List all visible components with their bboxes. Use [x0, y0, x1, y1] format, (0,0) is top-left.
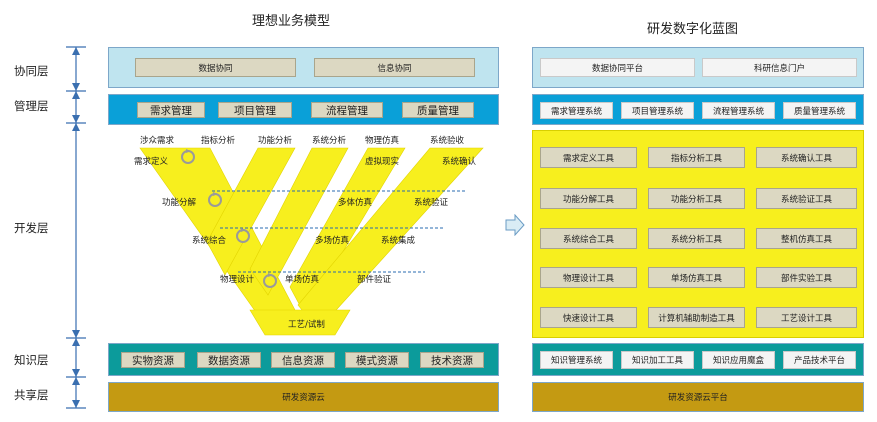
left-collab-item: 数据协同 — [135, 58, 296, 77]
layer-label-share: 共享层 — [14, 388, 49, 402]
v-bottom-label: 工艺/试制 — [288, 320, 325, 330]
v-top-label: 功能分析 — [258, 136, 293, 146]
right-tool: 系统分析工具 — [648, 228, 745, 249]
layer-label-develop: 开发层 — [14, 221, 49, 235]
v-right-label: 多场仿真 — [315, 236, 350, 246]
right-knowledge-item: 产品技术平台 — [783, 351, 856, 369]
layer-label-collab: 协同层 — [14, 64, 49, 78]
left-manage-item: 项目管理 — [218, 102, 292, 118]
right-knowledge-item: 知识应用魔盒 — [702, 351, 775, 369]
left-collab-item: 信息协同 — [314, 58, 475, 77]
v-right-label: 多体仿真 — [338, 198, 373, 208]
right-title: 研发数字化蓝图 — [647, 22, 739, 37]
v-left-label: 物理设计 — [220, 275, 255, 285]
right-manage-item: 流程管理系统 — [702, 102, 775, 119]
left-knowledge-item: 实物资源 — [121, 352, 185, 368]
right-tool: 需求定义工具 — [540, 147, 637, 168]
left-title: 理想业务模型 — [252, 14, 331, 29]
right-knowledge-item: 知识管理系统 — [540, 351, 613, 369]
left-knowledge-item: 信息资源 — [271, 352, 335, 368]
v-bottom-block — [249, 309, 351, 336]
right-arrow-icon — [505, 214, 525, 236]
cycle-arrow-icon — [181, 149, 195, 164]
right-share-label: 研发资源云平台 — [668, 393, 728, 403]
right-collab-band: 数据协同平台 科研信息门户 — [532, 47, 864, 88]
left-share-band: 研发资源云 — [108, 382, 499, 412]
right-share-band: 研发资源云平台 — [532, 382, 864, 412]
v-right-label: 单场仿真 — [285, 275, 320, 285]
right-tool: 工艺设计工具 — [756, 307, 857, 328]
left-manage-item: 需求管理 — [137, 102, 205, 118]
left-knowledge-item: 模式资源 — [345, 352, 409, 368]
right-tool: 部件实验工具 — [756, 267, 857, 288]
right-collab-item: 科研信息门户 — [702, 58, 857, 77]
right-manage-item: 质量管理系统 — [783, 102, 856, 119]
right-tool: 单场仿真工具 — [648, 267, 745, 288]
cycle-arrow-icon — [263, 273, 277, 288]
right-manage-item: 需求管理系统 — [540, 102, 613, 119]
v-left-label: 系统综合 — [192, 236, 227, 246]
v-left-band — [249, 147, 349, 296]
right-tool: 功能分解工具 — [540, 188, 637, 209]
left-share-label: 研发资源云 — [282, 393, 325, 403]
left-manage-item: 质量管理 — [402, 102, 474, 118]
right-manage-item: 项目管理系统 — [621, 102, 694, 119]
left-knowledge-item: 数据资源 — [197, 352, 261, 368]
cycle-arrow-icon — [236, 228, 250, 243]
v-right-label: 部件验证 — [357, 275, 392, 285]
left-knowledge-band: 实物资源 数据资源 信息资源 模式资源 技术资源 — [108, 343, 499, 376]
left-manage-item: 流程管理 — [311, 102, 383, 118]
v-top-label: 物理仿真 — [365, 136, 400, 146]
v-right-label: 虚拟现实 — [365, 157, 400, 167]
right-manage-band: 需求管理系统 项目管理系统 流程管理系统 质量管理系统 — [532, 94, 864, 125]
v-top-label: 系统分析 — [312, 136, 347, 146]
v-model-diagram — [139, 147, 484, 336]
layer-label-knowledge: 知识层 — [14, 353, 49, 367]
right-tool: 计算机辅助制造工具 — [648, 307, 745, 328]
right-knowledge-item: 知识加工工具 — [621, 351, 694, 369]
left-manage-band: 需求管理 项目管理 流程管理 质量管理 — [108, 94, 499, 125]
v-top-label: 系统验收 — [430, 136, 465, 146]
v-left-band — [206, 147, 296, 276]
v-top-label: 涉众需求 — [140, 136, 175, 146]
right-tool: 系统确认工具 — [756, 147, 857, 168]
right-tool: 指标分析工具 — [648, 147, 745, 168]
right-tool: 系统综合工具 — [540, 228, 637, 249]
right-tool: 功能分析工具 — [648, 188, 745, 209]
left-knowledge-item: 技术资源 — [420, 352, 484, 368]
right-tool: 系统验证工具 — [756, 188, 857, 209]
v-right-label: 系统集成 — [381, 236, 416, 246]
layer-label-manage: 管理层 — [14, 99, 49, 113]
v-left-label: 功能分解 — [162, 198, 197, 208]
left-collab-band: 数据协同 信息协同 — [108, 47, 499, 88]
v-left-label: 需求定义 — [134, 157, 169, 167]
right-tool: 物理设计工具 — [540, 267, 637, 288]
v-top-label: 指标分析 — [201, 136, 236, 146]
right-dev-band: 需求定义工具 指标分析工具 系统确认工具 功能分解工具 功能分析工具 系统验证工… — [532, 130, 864, 338]
cycle-arrow-icon — [208, 192, 222, 207]
layer-axis — [66, 46, 86, 409]
right-tool: 整机仿真工具 — [756, 228, 857, 249]
v-right-label: 系统确认 — [442, 157, 477, 167]
right-tool: 快速设计工具 — [540, 307, 637, 328]
v-right-label: 系统验证 — [414, 198, 449, 208]
right-knowledge-band: 知识管理系统 知识加工工具 知识应用魔盒 产品技术平台 — [532, 343, 864, 376]
right-collab-item: 数据协同平台 — [540, 58, 695, 77]
